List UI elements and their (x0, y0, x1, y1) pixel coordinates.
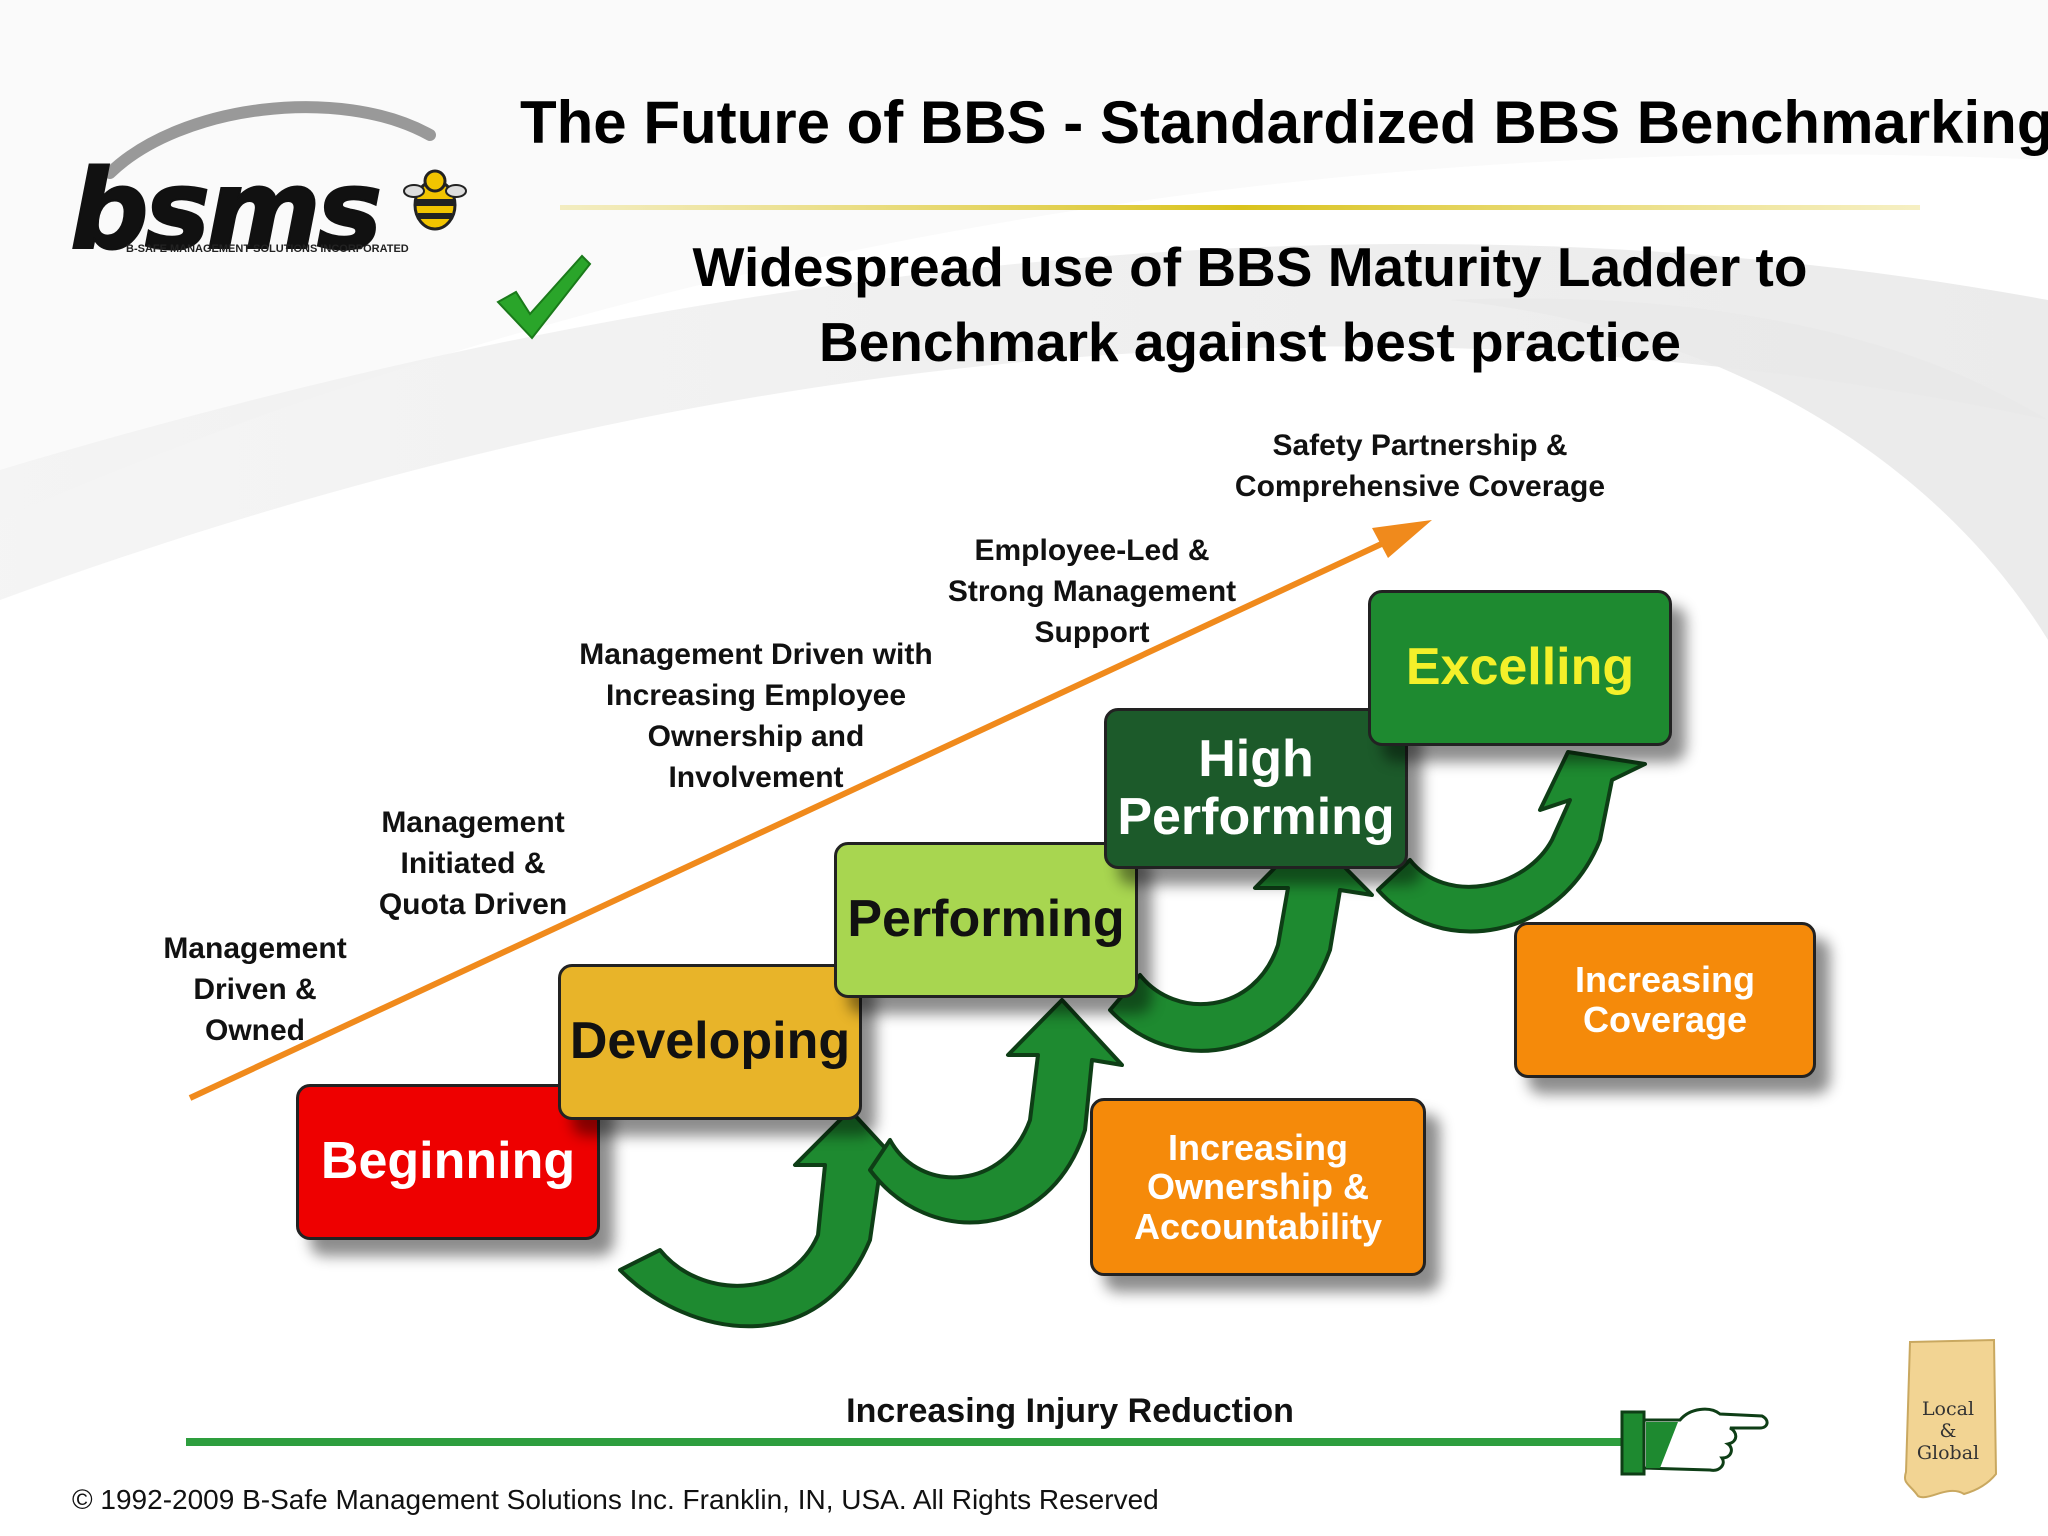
driver-ownership-line-1: Increasing (1167, 1126, 1349, 1168)
badge-line-1: Local (1921, 1398, 1975, 1420)
arrow-head (1372, 520, 1432, 558)
step-beginning: Beginning (296, 1084, 600, 1240)
stage-label-3-line-4: Involvement (668, 761, 844, 794)
subtitle-line-1: Widespread use of BBS Maturity Ladder to (692, 236, 1808, 298)
driver-coverage-line-1: Increasing (1574, 959, 1756, 1001)
stage-label-2-line-1: Management (381, 806, 565, 839)
driver-ownership-line-3: Accountability (1133, 1205, 1383, 1247)
page-title: The Future of BBS - Standardized BBS Ben… (520, 89, 2048, 156)
stage-label-3: Management Driven with Increasing Employ… (560, 634, 952, 798)
step-high-label-line-2: Performing (1117, 787, 1395, 846)
step-excelling-label: Excelling (1405, 638, 1635, 697)
bee-icon (403, 169, 467, 231)
logo-tagline: B-SAFE MANAGEMENT SOLUTIONS INCORPORATED (126, 243, 409, 255)
indiana-map-icon (1904, 1338, 1998, 1499)
step-developing-label: Developing (569, 1012, 851, 1071)
stage-label-5-line-1: Safety Partnership & (1272, 429, 1568, 462)
arrow-segment-4 (1376, 750, 1647, 934)
step-performing-label: Performing (847, 890, 1125, 949)
stage-label-1-line-3: Owned (204, 1014, 305, 1047)
arrow-segment-2 (868, 998, 1124, 1225)
stage-label-1-line-2: Driven & (193, 973, 317, 1006)
step-excelling: Excelling (1368, 590, 1672, 746)
badge-line-3: Global (1916, 1442, 1980, 1464)
stage-label-5: Safety Partnership & Comprehensive Cover… (1222, 425, 1618, 507)
stage-label-3-line-1: Management Driven with (579, 638, 933, 671)
logo-swoosh (104, 101, 436, 179)
step-beginning-label: Beginning (320, 1132, 576, 1191)
local-global-badge: Local & Global (1908, 1398, 1988, 1464)
step-high-label-line-1: High (1198, 730, 1314, 789)
driver-coverage: Increasing Coverage (1514, 922, 1816, 1078)
title-underline (560, 205, 1920, 210)
driver-coverage-line-2: Coverage (1582, 999, 1748, 1040)
subtitle-line-2: Benchmark against best practice (818, 311, 1681, 373)
stage-label-3-line-2: Increasing Employee (605, 679, 907, 712)
copyright-footer: © 1992-2009 B-Safe Management Solutions … (72, 1484, 1159, 1515)
pointing-hand-icon (1620, 1407, 1769, 1476)
driver-ownership: Increasing Ownership & Accountability (1090, 1098, 1426, 1276)
stage-label-2-line-3: Quota Driven (378, 888, 568, 921)
stage-label-5-line-2: Comprehensive Coverage (1234, 470, 1606, 503)
badge-line-2: & (1939, 1420, 1957, 1442)
step-high-performing: High Performing (1104, 708, 1408, 869)
driver-ownership-line-2: Ownership & (1146, 1166, 1370, 1208)
stage-label-1: Management Driven & Owned (140, 928, 370, 1051)
company-logo: bsms B-SAFE MANAGEMENT SOLUTIONS INCORPO… (60, 95, 480, 274)
stage-label-4: Employee-Led & Strong Management Support (932, 530, 1252, 653)
arrow-segment-3 (1108, 830, 1374, 1053)
stage-label-4-line-3: Support (1034, 616, 1150, 649)
injury-reduction-label: Increasing Injury Reduction (846, 1392, 1294, 1430)
stage-label-2: Management Initiated & Quota Driven (358, 802, 588, 925)
stage-label-1-line-1: Management (163, 932, 347, 965)
stage-label-4-line-1: Employee-Led & (974, 534, 1210, 567)
stage-label-4-line-2: Strong Management (947, 575, 1237, 608)
step-developing: Developing (558, 964, 862, 1120)
stage-label-3-line-3: Ownership and (647, 720, 865, 753)
subtitle: Widespread use of BBS Maturity Ladder to… (560, 230, 1940, 380)
logo-wordmark: bsms (69, 146, 383, 274)
stage-label-2-line-2: Initiated & (400, 847, 546, 880)
checkmark-icon (496, 254, 592, 340)
step-performing: Performing (834, 842, 1138, 998)
